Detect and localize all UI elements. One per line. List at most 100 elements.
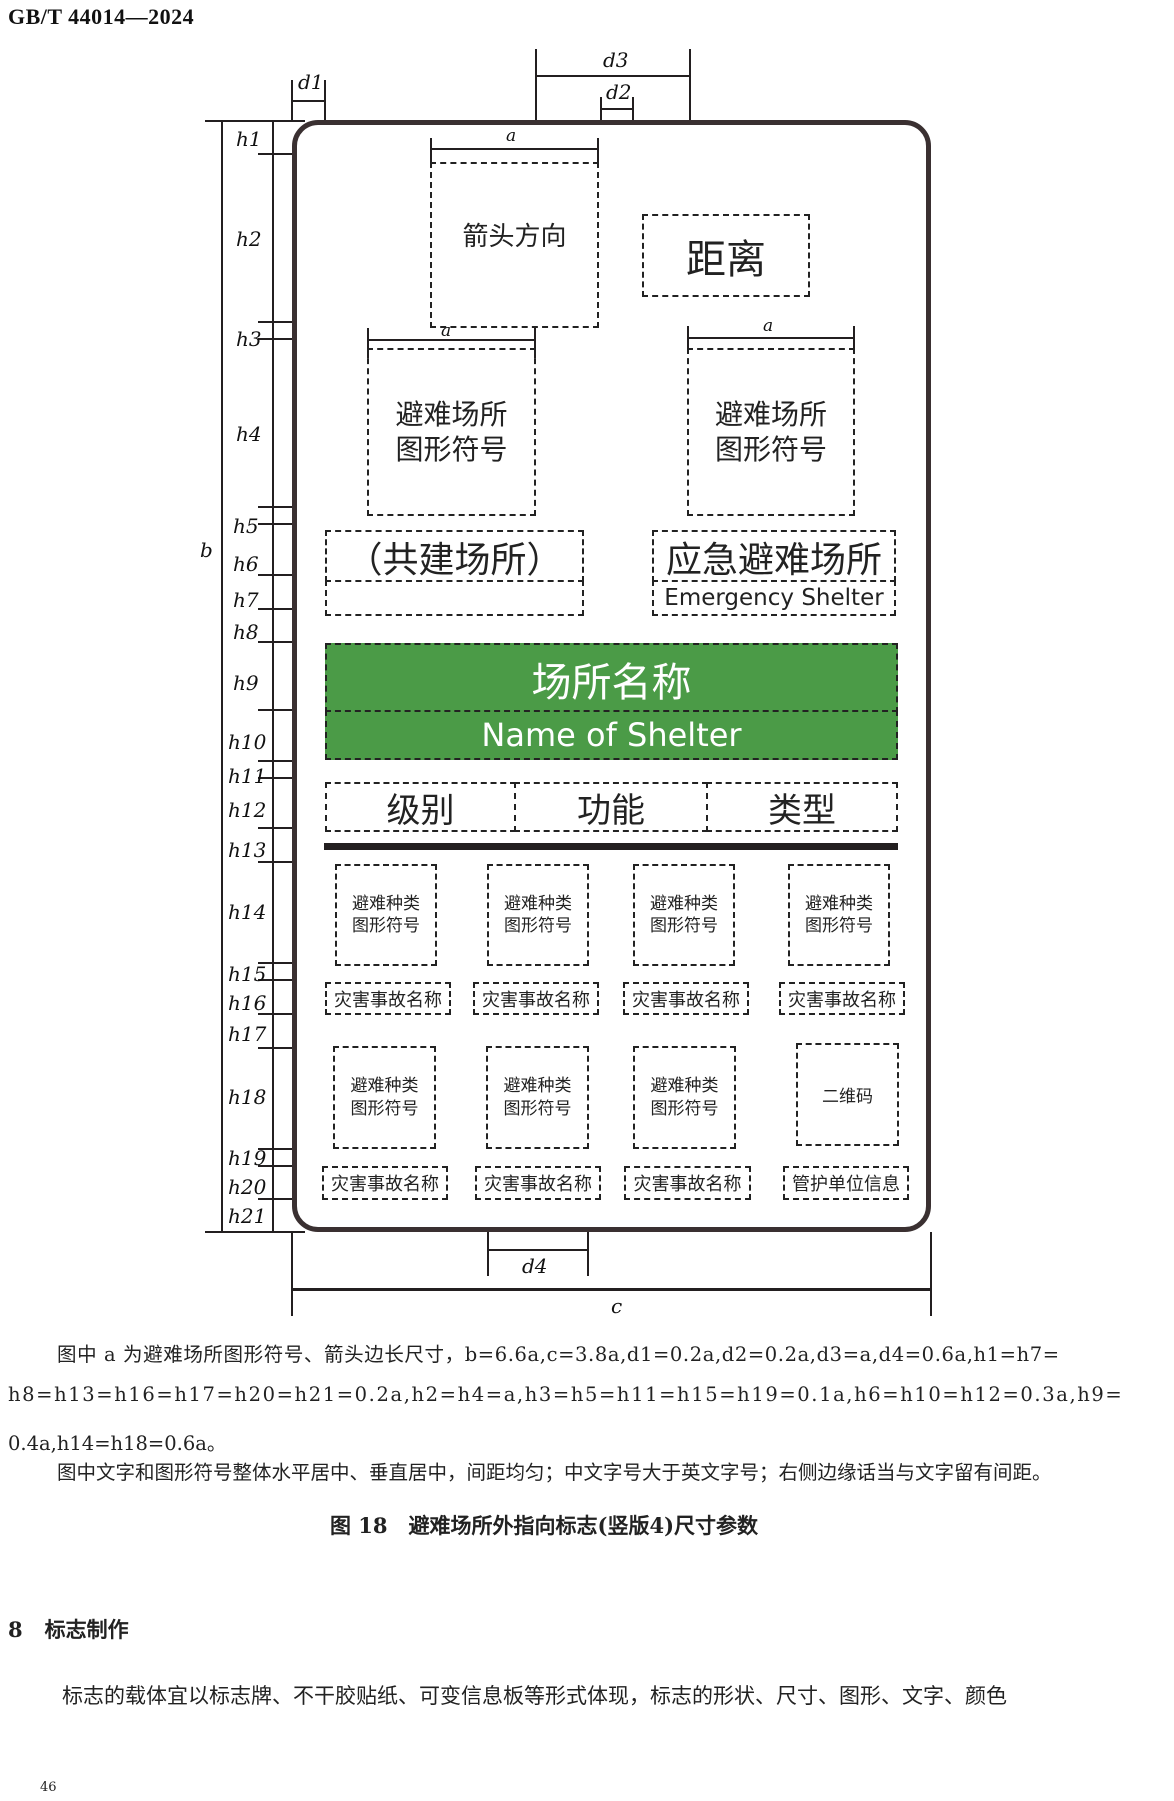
dim-tick — [258, 1198, 292, 1200]
category-symbol-line1: 避难种类 — [352, 893, 420, 914]
shelter-symbol-label-line2: 图形符号 — [395, 433, 508, 466]
dim-tick — [258, 641, 292, 643]
dim-line-h — [272, 120, 274, 1232]
category-symbol-box: 避难种类 图形符号 — [486, 1046, 589, 1149]
dim-tick — [258, 338, 292, 340]
dim-label-h8: h8 — [233, 620, 259, 644]
dim-line-top-extension — [205, 120, 305, 122]
shelter-symbol-label-line2: 图形符号 — [714, 433, 827, 466]
section-title: 标志制作 — [44, 1617, 129, 1642]
dim-label-c: c — [611, 1294, 623, 1318]
dim-tick-c — [291, 1232, 293, 1316]
co-built-text: （共建场所） — [346, 540, 563, 581]
emergency-shelter-cn-text: 应急避难场所 — [665, 540, 882, 581]
function-cell: 功能 — [514, 782, 708, 832]
dim-tick — [258, 321, 292, 323]
dim-tick-d4 — [587, 1232, 589, 1276]
dim-label-a: a — [441, 321, 452, 341]
category-symbol-line1: 避难种类 — [503, 1076, 572, 1097]
category-symbol-box: 避难种类 图形符号 — [333, 1046, 436, 1149]
shelter-name-cn-band: 场所名称 — [325, 643, 898, 713]
dim-label-h9: h9 — [233, 671, 259, 695]
distance-text: 距离 — [686, 236, 766, 283]
level-cell: 级别 — [325, 782, 516, 832]
dim-line-b — [221, 120, 223, 1232]
divider-bar — [324, 843, 898, 850]
category-symbol-line1: 避难种类 — [650, 1076, 719, 1097]
dim-label-h7: h7 — [233, 588, 259, 612]
dim-label-h12: h12 — [228, 798, 267, 822]
dim-tick — [258, 608, 292, 610]
category-symbol-box: 避难种类 图形符号 — [633, 864, 735, 966]
dim-label-h14: h14 — [228, 900, 267, 924]
type-text: 类型 — [768, 790, 836, 831]
category-symbol-line2: 图形符号 — [352, 916, 420, 936]
disaster-name-text: 灾害事故名称 — [484, 1174, 592, 1195]
distance-box: 距离 — [642, 214, 810, 297]
category-symbol-box: 避难种类 图形符号 — [788, 864, 890, 966]
management-info-box: 管护单位信息 — [783, 1166, 909, 1200]
dim-tick-d4 — [487, 1232, 489, 1276]
dim-line-bottom-extension — [205, 1231, 305, 1233]
note-line-4: 图中文字和图形符号整体水平居中、垂直居中，间距均匀；中文字号大于英文字号；右侧边… — [57, 1461, 1052, 1484]
disaster-name-text: 灾害事故名称 — [632, 989, 740, 1011]
disaster-name-text: 灾害事故名称 — [788, 989, 896, 1011]
management-info-text: 管护单位信息 — [792, 1174, 900, 1195]
dim-tick-a — [367, 328, 369, 358]
dim-tick — [258, 506, 292, 508]
section-heading: 8 标志制作 — [8, 1614, 129, 1644]
level-text: 级别 — [386, 790, 455, 831]
dim-label-h20: h20 — [228, 1175, 267, 1199]
dim-tick — [258, 827, 292, 829]
section-number: 8 — [8, 1617, 23, 1642]
dim-label-h11: h11 — [228, 764, 267, 788]
category-symbol-line1: 避难种类 — [504, 893, 572, 914]
category-symbol-line2: 图形符号 — [504, 916, 572, 936]
disaster-name-text: 灾害事故名称 — [633, 1174, 742, 1195]
disaster-name-text: 灾害事故名称 — [331, 1174, 439, 1195]
category-symbol-line2: 图形符号 — [350, 1098, 419, 1119]
shelter-symbol-label-line1: 避难场所 — [714, 398, 827, 431]
emergency-shelter-cn-box: 应急避难场所 — [652, 530, 896, 582]
disaster-name-box: 灾害事故名称 — [623, 982, 749, 1015]
note-line-2: h8=h13=h16=h17=h20=h21=0.2a,h2=h4=a,h3=h… — [8, 1383, 1124, 1406]
dim-line-a — [687, 337, 855, 339]
category-symbol-box: 避难种类 图形符号 — [633, 1046, 736, 1149]
disaster-name-text: 灾害事故名称 — [334, 989, 442, 1011]
dim-label-h3: h3 — [236, 327, 262, 351]
dim-tick-a — [853, 326, 855, 352]
dim-tick-d3 — [535, 49, 537, 121]
dim-label-h10: h10 — [228, 730, 267, 754]
note-line-3: 0.4a,h14=h18=0.6a。 — [8, 1432, 227, 1455]
type-cell: 类型 — [706, 782, 898, 832]
dim-tick-a — [687, 326, 689, 352]
emergency-shelter-en-text: Emergency Shelter — [664, 585, 884, 611]
shelter-name-cn-text: 场所名称 — [531, 660, 692, 706]
dim-tick-d3 — [689, 49, 691, 121]
dim-line-d1 — [291, 100, 326, 102]
dim-label-b: b — [200, 538, 213, 562]
dim-tick — [258, 1165, 292, 1167]
dim-label-h19: h19 — [228, 1146, 267, 1170]
dim-label-h21: h21 — [228, 1204, 267, 1228]
standard-number: GB/T 44014—2024 — [8, 4, 195, 29]
note-line-1: 图中 a 为避难场所图形符号、箭头边长尺寸，b=6.6a,c=3.8a,d1=0… — [57, 1343, 1060, 1366]
arrow-direction-text: 箭头方向 — [462, 222, 567, 252]
dim-label-d2: d2 — [606, 80, 632, 104]
function-text: 功能 — [577, 790, 645, 831]
dim-tick — [258, 1013, 292, 1015]
disaster-name-text: 灾害事故名称 — [482, 989, 590, 1011]
dim-line-d3 — [535, 75, 691, 77]
dim-label-d4: d4 — [522, 1254, 548, 1278]
arrow-direction-box: 箭头方向 — [430, 162, 599, 328]
figure-caption: 图 18 避难场所外指向标志(竖版4)尺寸参数 — [330, 1513, 759, 1538]
shelter-name-en-text: Name of Shelter — [481, 716, 742, 754]
co-built-box: （共建场所） — [325, 530, 584, 582]
dim-label-d1: d1 — [298, 70, 324, 94]
dim-label-h18: h18 — [228, 1085, 267, 1109]
shelter-symbol-box-left: 避难场所 图形符号 — [367, 348, 536, 516]
dim-line-a — [430, 148, 599, 150]
dim-tick — [258, 153, 292, 155]
dim-tick — [258, 777, 292, 779]
category-symbol-line1: 避难种类 — [350, 1076, 419, 1097]
